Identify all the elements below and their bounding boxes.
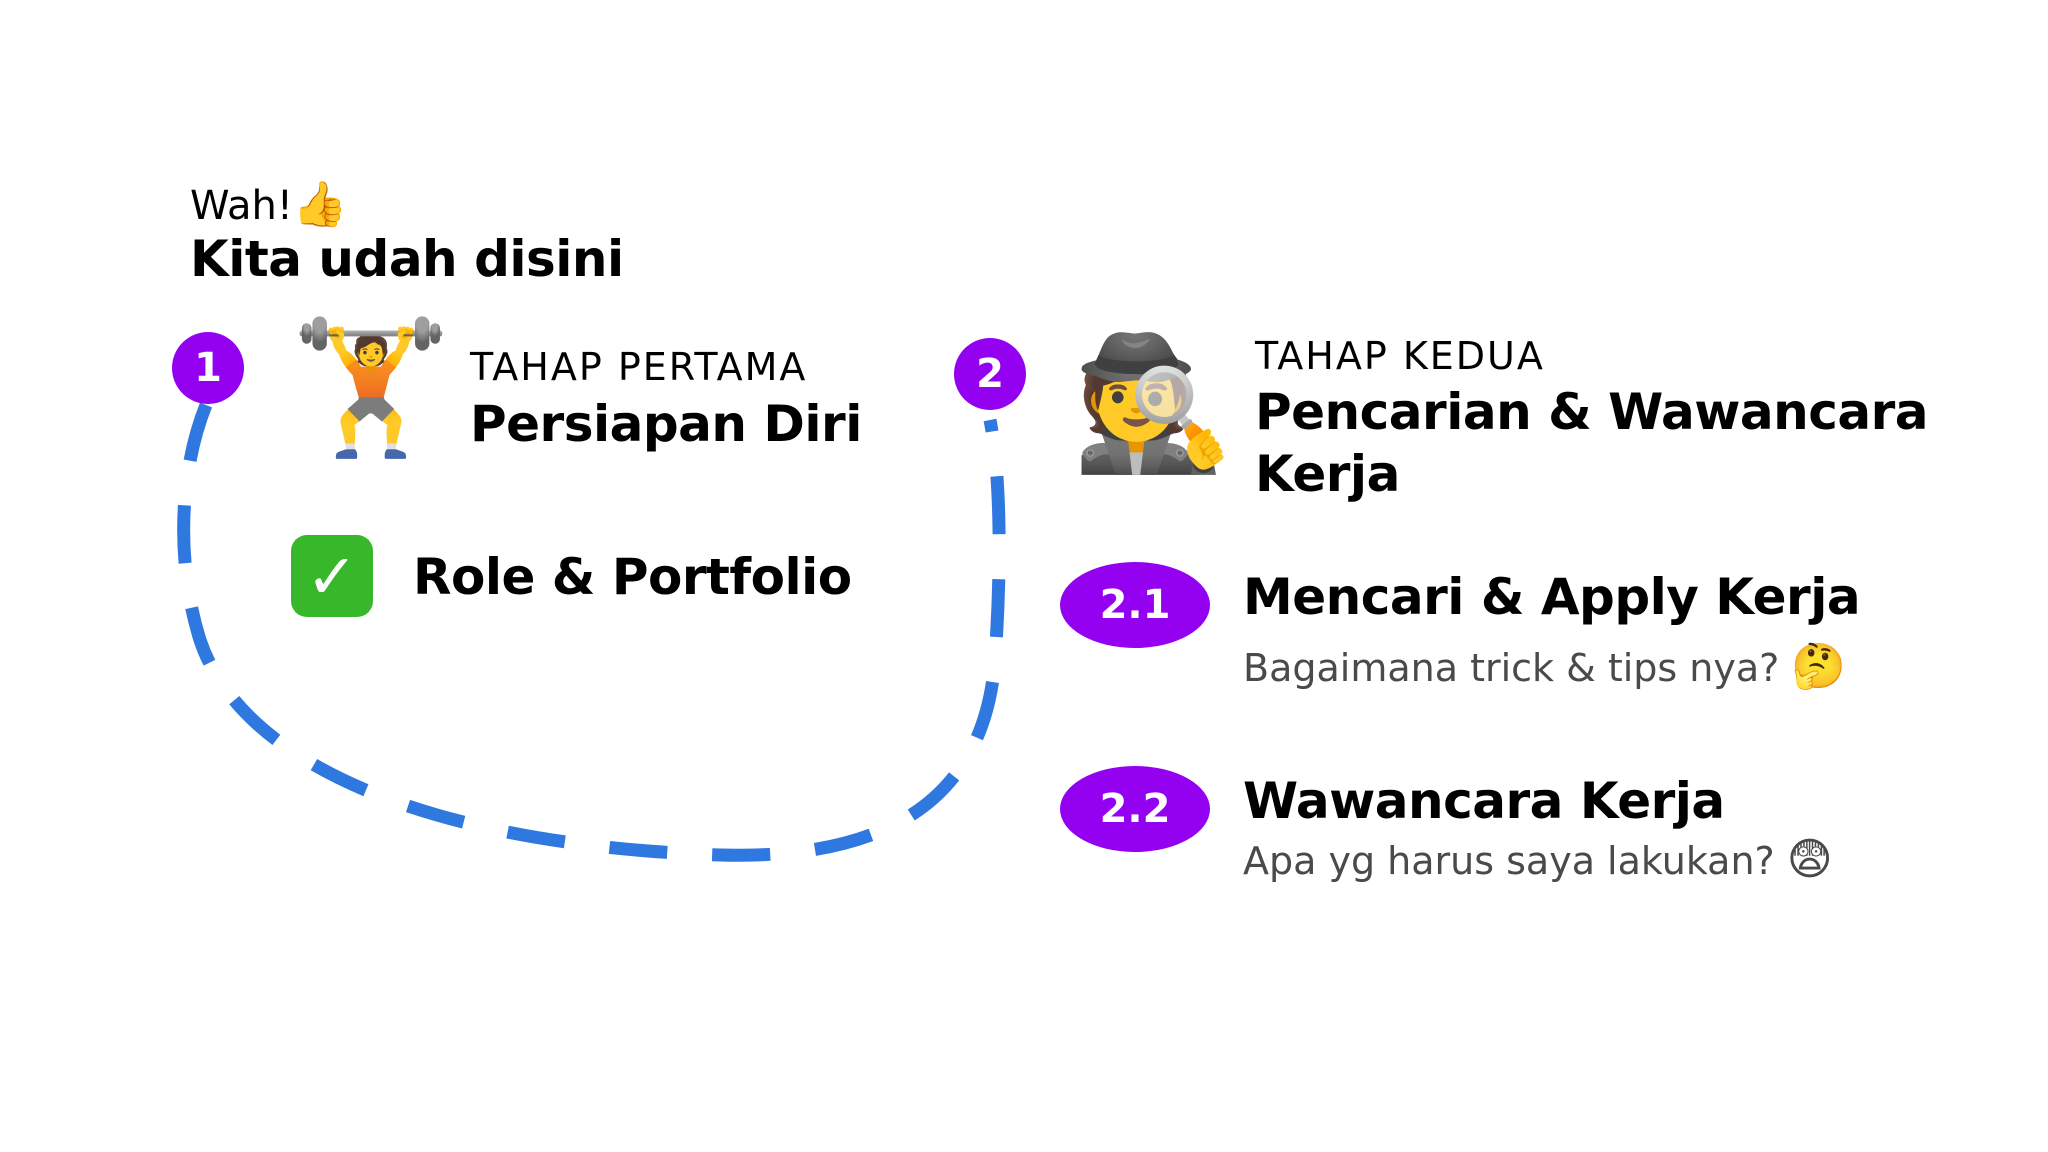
stage-2-title-line-2: Kerja — [1255, 445, 1400, 503]
intro-small-text: Wah! — [190, 183, 293, 229]
journey-dashed-line — [177, 402, 1006, 862]
item-2-2-badge: 2.2 — [1060, 766, 1210, 852]
intro-title: Kita udah disini — [190, 230, 624, 288]
item-2-2-subtitle: Apa yg harus saya lakukan? 😨 — [1243, 834, 1833, 885]
item-2-2-title: Wawancara Kerja — [1243, 772, 1725, 830]
stage-2-badge: 2 — [954, 338, 1026, 410]
item-2-2-subtitle-text: Apa yg harus saya lakukan? — [1243, 839, 1775, 883]
weightlifter-icon: 🏋️ — [290, 311, 452, 463]
stage-2-title: Pencarian & Wawancara Kerja — [1255, 381, 1929, 505]
item-2-1-subtitle: Bagaimana trick & tips nya? 🤔 — [1243, 640, 1846, 692]
stage-1-title: Persiapan Diri — [470, 395, 862, 453]
stage-1-badge: 1 — [172, 332, 244, 404]
check-icon: ✓ — [291, 535, 373, 617]
stage-2-label: TAHAP KEDUA — [1255, 334, 1545, 378]
item-2-1-subtitle-text: Bagaimana trick & tips nya? — [1243, 646, 1780, 690]
item-2-1-badge: 2.1 — [1060, 562, 1210, 648]
stage-2-title-line-1: Pencarian & Wawancara — [1255, 383, 1929, 441]
fearful-face-icon: 😨 — [1786, 834, 1833, 885]
thinking-face-icon: 🤔 — [1791, 641, 1847, 692]
item-2-1-title: Mencari & Apply Kerja — [1243, 568, 1861, 626]
detective-icon: 🕵️ — [1072, 327, 1234, 479]
stage-1-item-title: Role & Portfolio — [413, 548, 852, 606]
intro-caption: Wah!👍 — [190, 178, 348, 230]
thumbs-up-icon: 👍 — [292, 179, 348, 230]
stage-1-label: TAHAP PERTAMA — [470, 345, 808, 389]
